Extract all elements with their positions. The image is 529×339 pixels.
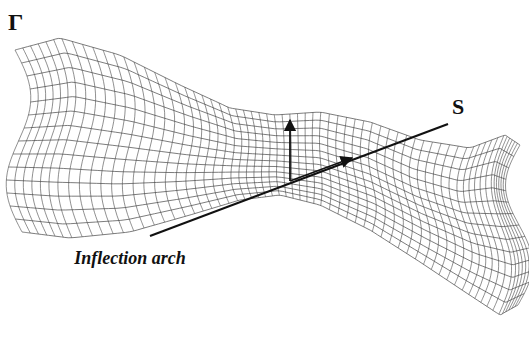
tangent-arrow [290,158,352,181]
mesh-line [236,109,245,200]
mesh-line [193,91,203,211]
mesh-line [49,40,68,237]
axis-name: S [452,92,482,122]
mesh-line [344,117,349,218]
mesh-line [469,144,486,298]
mesh-line [155,72,165,222]
mesh-line [259,112,266,196]
mesh-line [175,83,185,217]
surface-symbol: Γ [8,6,38,38]
mesh-line [7,182,529,278]
mesh-line [144,67,155,225]
mesh-line [401,135,412,253]
mesh-line [503,143,529,306]
mesh-line [360,121,367,227]
mesh-line [491,135,511,314]
mesh-line [32,44,53,235]
mesh-line [28,111,508,202]
mesh-line [202,95,212,208]
axis-line [150,124,448,236]
normal-arrow [289,120,291,181]
mesh-line [40,42,60,236]
feature-label: Inflection arch [70,246,190,270]
mesh-line [368,123,376,232]
mesh-line [165,78,175,220]
mesh-line [505,145,529,305]
mesh-line [24,125,513,213]
mesh-line [133,62,145,228]
mesh-line [305,113,307,202]
mesh-line [480,140,499,307]
mesh-line [22,195,518,314]
mesh-line [274,115,279,195]
mesh-line [228,107,238,201]
mesh-line [475,142,493,302]
mesh-line [27,68,509,170]
mesh-line [319,112,322,205]
mesh-line [122,57,135,231]
mesh-line [58,39,76,238]
mesh-line [449,146,464,285]
mesh-line [377,126,386,237]
wireframe-surface [6,38,529,314]
mesh-line [6,50,31,232]
mesh-line [243,110,252,198]
mesh-line [501,142,526,309]
mesh-line [112,53,126,233]
mesh-line [290,114,293,198]
mesh-line [441,145,455,280]
mesh-line [210,99,220,206]
mesh-line [352,119,358,223]
mesh-line [90,47,105,234]
mesh-line [312,112,314,203]
mesh-line [267,114,273,196]
mesh-line [219,103,229,203]
mesh-line [101,50,116,233]
mesh-line [328,114,332,210]
mesh-line [69,41,86,236]
mesh-line [15,191,524,302]
surface-fill [6,38,529,314]
mesh-line [393,132,404,248]
mesh-line [251,111,259,197]
mesh-line [425,142,438,270]
mesh-line [417,141,430,265]
mesh-line [298,114,301,201]
mesh-line [433,143,447,274]
mesh-line [185,87,195,213]
